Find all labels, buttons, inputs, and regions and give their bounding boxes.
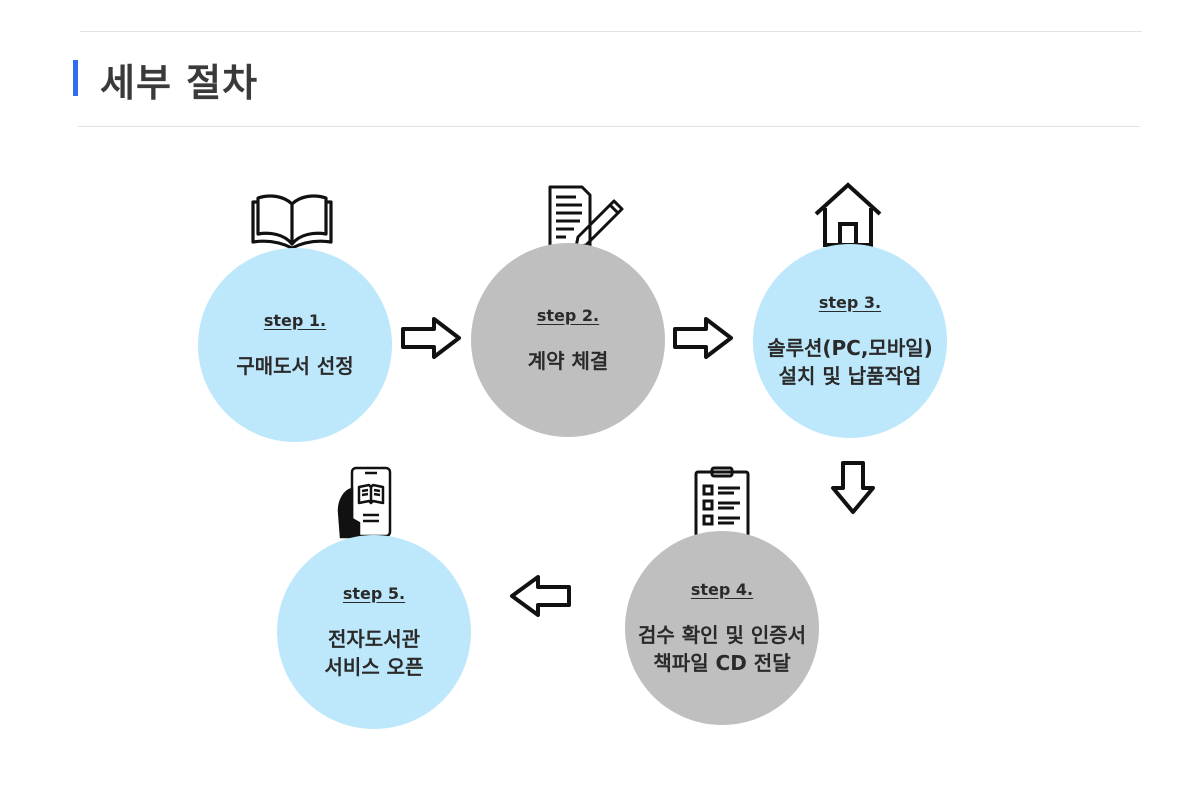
step-4-circle: step 4. 검수 확인 및 인증서 책파일 CD 전달 [625,531,819,725]
step-5-label: step 5. [342,583,406,603]
step-5-circle: step 5. 전자도서관 서비스 오픈 [277,535,471,729]
step-1-circle: step 1. 구매도서 선정 [198,248,392,442]
arrow-right-icon [400,316,462,360]
page-title: 세부 절차 [100,61,259,105]
document-pen-icon [542,185,626,251]
step-2-circle: step 2. 계약 체결 [471,243,665,437]
step-2-text: 계약 체결 [527,348,609,373]
open-book-icon [250,188,334,250]
step-3-text: 솔루션(PC,모바일) 설치 및 납품작업 [767,335,933,388]
step-1-label: step 1. [263,310,327,330]
step-4-text: 검수 확인 및 인증서 책파일 CD 전달 [637,622,807,675]
step-3-label: step 3. [818,292,882,312]
house-icon [814,182,882,248]
arrow-left-icon [508,574,572,618]
clipboard-checklist-icon [692,466,752,538]
step-1-text: 구매도서 선정 [236,353,354,378]
mobile-ebook-icon [335,465,395,539]
step-4-label: step 4. [690,579,754,599]
step-5-text: 전자도서관 서비스 오픈 [324,626,424,679]
arrow-down-icon [830,460,876,516]
top-divider [80,31,1142,32]
step-3-circle: step 3. 솔루션(PC,모바일) 설치 및 납품작업 [753,244,947,438]
arrow-right-icon [672,316,734,360]
title-divider [78,126,1140,127]
step-2-label: step 2. [536,305,600,325]
title-accent-bar [73,60,78,96]
